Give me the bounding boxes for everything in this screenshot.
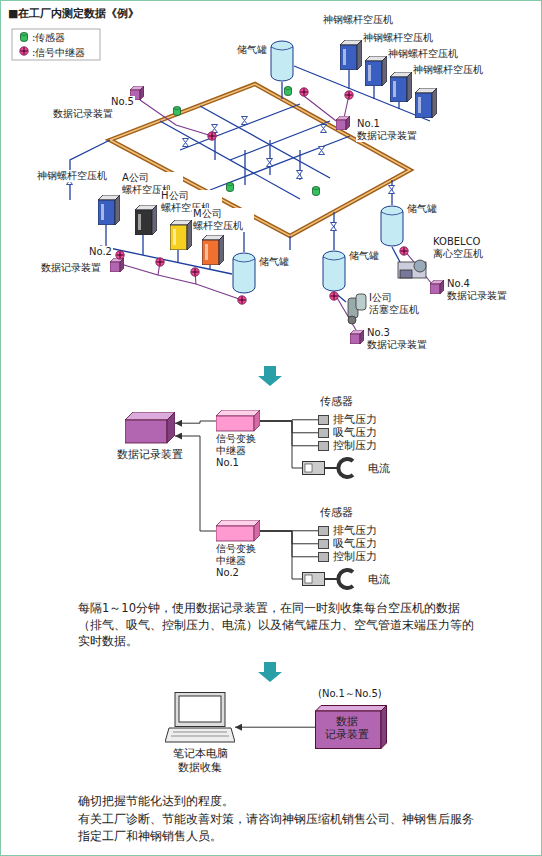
legend-text: :传感器: [32, 31, 65, 45]
part-label: 传感器: [320, 506, 353, 519]
connector: [260, 531, 318, 544]
big-node: 数据 记录装置: [315, 705, 387, 749]
note-text: 确切把握节能化达到的程度。: [78, 795, 234, 809]
node-text: 数据记录装置: [105, 447, 195, 462]
sensor-square: [318, 428, 329, 438]
node-text: 控制压力: [333, 551, 377, 563]
part-label: 储气罐: [406, 203, 438, 215]
laptop-icon: [165, 692, 235, 744]
part-label: 储气罐: [348, 250, 380, 262]
part-label: 数据记录装置: [356, 130, 418, 142]
node-text: 信号变换 中继器 No.2: [216, 543, 262, 579]
note-text: 每隔1～10分钟，使用数据记录装置，在同一时刻收集每台空压机的数据（排气、吸气、…: [78, 600, 478, 650]
laptop-node: 笔记本电脑 数据收集: [160, 692, 240, 776]
relay-node: 信号变换 中继器 No.2: [216, 520, 266, 579]
relay-node: 信号变换 中继器 No.1: [216, 410, 266, 469]
node-text: 数据 记录装置: [323, 715, 371, 741]
part-label: 数据记录装置: [366, 339, 428, 351]
node-text: 排气压力: [333, 525, 377, 537]
part-label: 数据记录装置: [446, 290, 508, 302]
part-label: 神钢螺杆空压机: [412, 64, 484, 76]
part-label: 传感器: [320, 395, 353, 408]
note-text: (No.1～No.5): [318, 688, 382, 700]
connector: [260, 421, 318, 446]
sensor-square: [318, 415, 329, 425]
part-label: No.2: [88, 246, 113, 258]
node-text: 吸气压力: [333, 538, 377, 550]
part-label: 神钢螺杆空压机: [36, 170, 108, 182]
current-clamp: [302, 456, 360, 480]
clamp-node: 电流: [302, 567, 390, 591]
part-label: I公司 活塞空压机: [368, 292, 430, 316]
sensor-node: 控制压力: [318, 551, 377, 563]
current-clamp: [302, 567, 360, 591]
part-label: 神钢螺杆空压机: [387, 48, 459, 60]
part-label: No.1: [356, 118, 381, 130]
connector: [260, 531, 302, 579]
relay-box: [216, 410, 260, 432]
note-text: 有关工厂诊断、节能改善对策，请咨询神钢压缩机销售公司、神钢售后服务指定工厂和神钢…: [78, 811, 478, 844]
part-label: No.5: [110, 96, 135, 108]
connector: [235, 727, 315, 728]
title: ■在工厂内测定数据《例》: [8, 6, 139, 21]
part-label: 储气罐: [258, 256, 290, 268]
part-label: 神钢螺杆空压机: [322, 14, 394, 26]
node-text: 电流: [368, 572, 390, 587]
connector: [260, 421, 318, 433]
sensor-node: 排气压力: [318, 525, 377, 537]
logger-node: 数据记录装置: [105, 412, 195, 462]
node-text: 吸气压力: [333, 427, 377, 439]
part-label: No.3: [366, 327, 391, 339]
logger-box: [125, 412, 175, 444]
sensor-node: 排气压力: [318, 414, 377, 426]
connector: [175, 421, 216, 423]
sensor-square: [318, 539, 329, 549]
sensor-square: [318, 441, 329, 451]
part-label: 数据记录装置: [40, 262, 102, 274]
sensor-node: 吸气压力: [318, 538, 377, 550]
sensor-square: [318, 552, 329, 562]
legend-text: :信号中继器: [32, 46, 85, 60]
node-text: 控制压力: [333, 440, 377, 452]
relay-box: [216, 520, 260, 542]
node-text: 电流: [368, 461, 390, 476]
sensor-node: 吸气压力: [318, 427, 377, 439]
part-label: 数据记录装置: [52, 108, 114, 120]
connector: [260, 421, 302, 468]
node-text: 笔记本电脑 数据收集: [165, 747, 235, 776]
part-label: KOBELCO 离心空压机: [432, 236, 498, 260]
node-text: 排气压力: [333, 414, 377, 426]
node-text: 信号变换 中继器 No.1: [216, 433, 262, 469]
part-label: No.4: [446, 278, 471, 290]
sensor-square: [318, 526, 329, 536]
part-label: 神钢螺杆空压机: [362, 32, 434, 44]
clamp-node: 电流: [302, 456, 390, 480]
part-label: M公司 螺杆空压机: [192, 208, 254, 232]
sensor-node: 控制压力: [318, 440, 377, 452]
connector: [260, 531, 318, 557]
part-label: 储气罐: [236, 44, 268, 56]
